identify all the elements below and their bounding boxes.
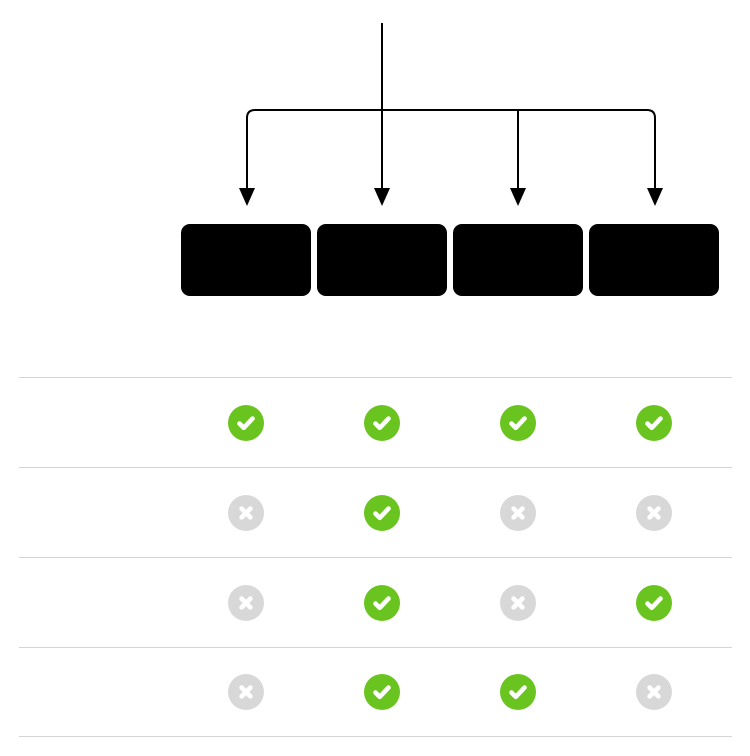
table-row	[19, 467, 732, 557]
matrix-cell	[586, 584, 722, 621]
matrix-cell	[314, 674, 450, 710]
status-badge	[228, 584, 264, 621]
table-row	[19, 647, 732, 737]
status-badge	[500, 494, 536, 531]
comparison-table	[19, 377, 732, 737]
cross-icon	[239, 685, 253, 699]
cross-icon	[239, 595, 253, 610]
matrix-cell	[178, 674, 314, 710]
cross-icon	[511, 505, 525, 520]
tree-diagram	[181, 23, 719, 296]
row-label	[19, 468, 178, 557]
table-row	[19, 377, 732, 467]
status-badge	[364, 674, 400, 710]
arrowhead-3	[510, 188, 526, 206]
cross-icon	[647, 505, 661, 520]
matrix-cell	[178, 494, 314, 531]
status-badge	[228, 494, 264, 531]
matrix-cell	[586, 494, 722, 531]
matrix-cell	[586, 674, 722, 710]
check-icon	[373, 505, 391, 520]
check-icon	[373, 595, 391, 610]
matrix-cell	[178, 404, 314, 441]
check-icon	[509, 685, 527, 700]
node-box-4	[589, 224, 719, 296]
status-badge	[364, 494, 400, 531]
table-row	[19, 557, 732, 647]
arrowhead-2	[374, 188, 390, 206]
branch-bar	[246, 109, 656, 190]
status-badge	[636, 674, 672, 710]
matrix-cell	[450, 494, 586, 531]
matrix-cell	[178, 584, 314, 621]
check-icon	[509, 415, 527, 430]
matrix-cell	[314, 584, 450, 621]
node-box-1	[181, 224, 311, 296]
node-box-2	[317, 224, 447, 296]
status-badge	[636, 494, 672, 531]
cross-icon	[239, 505, 253, 520]
check-icon	[237, 415, 255, 430]
status-badge	[636, 584, 672, 621]
check-icon	[645, 595, 663, 610]
status-badge	[228, 404, 264, 441]
matrix-cell	[450, 404, 586, 441]
row-label	[19, 378, 178, 467]
check-icon	[373, 685, 391, 700]
row-label	[19, 558, 178, 647]
matrix-cell	[586, 404, 722, 441]
status-badge	[500, 404, 536, 441]
matrix-cell	[450, 674, 586, 710]
check-icon	[645, 415, 663, 430]
status-badge	[228, 674, 264, 710]
matrix-cell	[450, 584, 586, 621]
node-box-3	[453, 224, 583, 296]
matrix-cell	[314, 404, 450, 441]
arrowhead-1	[239, 188, 255, 206]
matrix-cell	[314, 494, 450, 531]
row-label	[19, 648, 178, 736]
status-badge	[364, 584, 400, 621]
status-badge	[500, 584, 536, 621]
arrowhead-4	[647, 188, 663, 206]
status-badge	[636, 404, 672, 441]
cross-icon	[511, 595, 525, 610]
status-badge	[500, 674, 536, 710]
cross-icon	[647, 685, 661, 699]
status-badge	[364, 404, 400, 441]
check-icon	[373, 415, 391, 430]
